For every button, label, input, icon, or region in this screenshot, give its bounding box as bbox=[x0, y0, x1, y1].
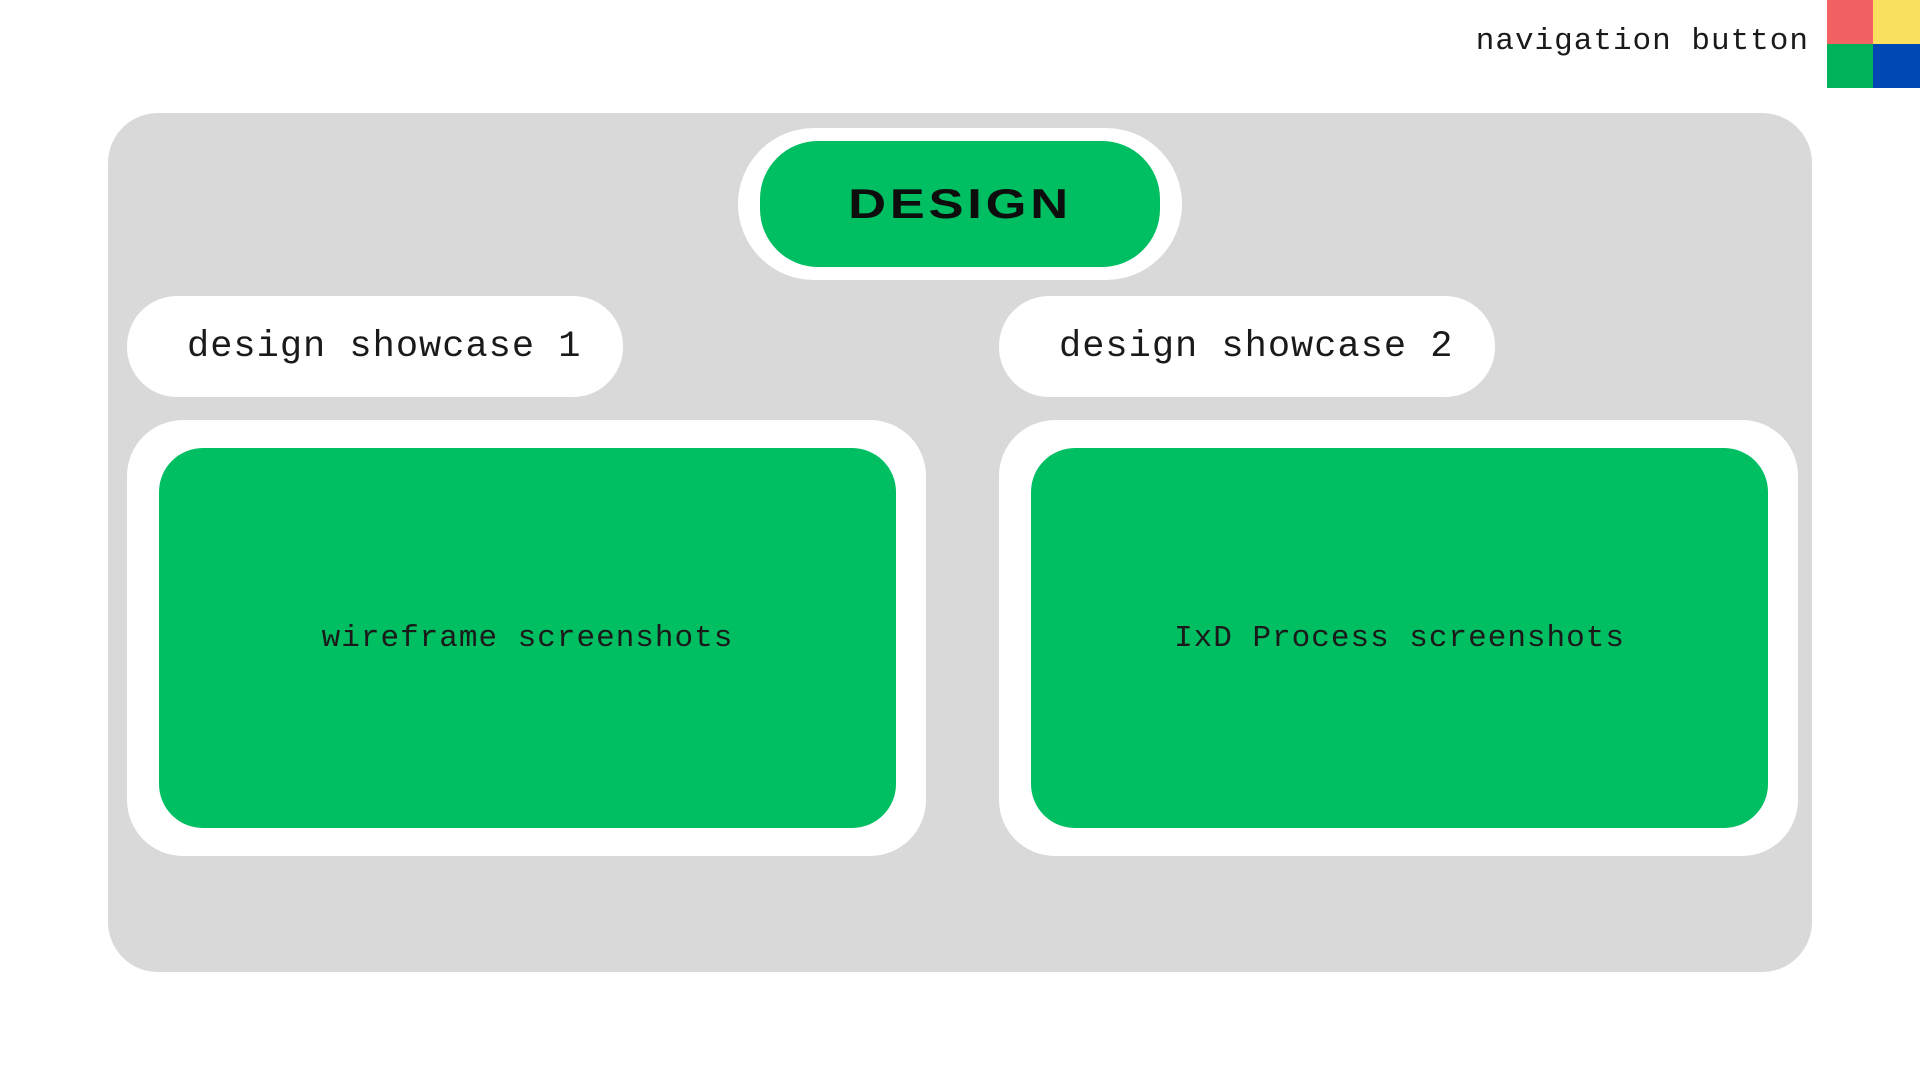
showcase-2-card: IxD Process screenshots bbox=[999, 420, 1798, 856]
showcase-2-content[interactable]: IxD Process screenshots bbox=[1031, 448, 1768, 828]
nav-green-square bbox=[1827, 44, 1873, 88]
nav-yellow-square bbox=[1873, 0, 1920, 44]
showcase-1-content[interactable]: wireframe screenshots bbox=[159, 448, 896, 828]
nav-blue-square bbox=[1873, 44, 1920, 88]
showcase-1-card: wireframe screenshots bbox=[127, 420, 926, 856]
showcase-2-label: design showcase 2 bbox=[999, 296, 1495, 397]
title-button-bg[interactable]: DESIGN bbox=[760, 141, 1160, 267]
page-title: DESIGN bbox=[848, 180, 1072, 227]
navigation-label: navigation button bbox=[1475, 24, 1809, 59]
title-pill: DESIGN bbox=[738, 128, 1182, 280]
four-color-grid-icon[interactable] bbox=[1827, 0, 1920, 88]
showcase-1-label: design showcase 1 bbox=[127, 296, 623, 397]
nav-red-square bbox=[1827, 0, 1873, 44]
navigation: navigation button bbox=[1476, 0, 1920, 88]
